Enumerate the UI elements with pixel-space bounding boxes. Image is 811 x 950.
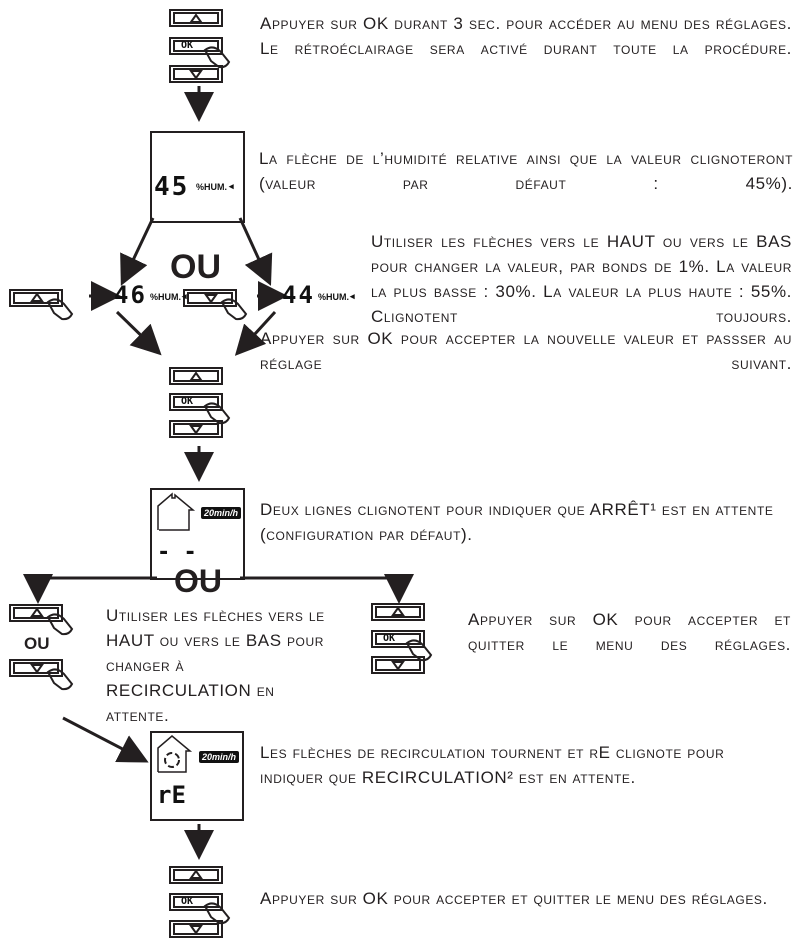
instruction-step-2: La flèche de l’humidité relative ainsi q… xyxy=(259,149,793,193)
lcd-unit-default: %HUM. xyxy=(196,182,227,192)
instruction-step-1: Appuyer sur OK durant 3 sec. pour accéde… xyxy=(260,14,792,58)
lcd-unit-up: %HUM. xyxy=(150,292,181,302)
lcd-re: rE xyxy=(157,781,186,809)
arrow-left-icon-down: ◂ xyxy=(350,291,355,301)
lcd-display-default xyxy=(150,131,245,223)
ok-label-2: OK xyxy=(181,396,194,407)
instruction-step-9: Appuyer sur OK pour accepter et quitter … xyxy=(260,889,768,908)
ou-label-2: OU xyxy=(174,563,222,599)
arrow-left-icon-up: ◂ xyxy=(182,291,187,301)
instruction-step-4: Appuyer sur OK pour accepter la nouvelle… xyxy=(260,329,792,373)
instruction-step-3: Utiliser les flèches vers le HAUT ou ver… xyxy=(371,232,792,326)
lcd-value-default: 45 xyxy=(154,172,190,202)
instruction-step-7: Appuyer sur OK pour accepter et quitter … xyxy=(468,610,791,654)
lcd-display-recirc xyxy=(150,731,244,821)
speed-badge-2: 20min/h xyxy=(199,751,240,763)
lcd-dashes: - - xyxy=(157,540,197,565)
lcd-unit-down: %HUM. xyxy=(318,292,349,302)
lcd-display-off xyxy=(150,488,245,580)
instruction-step-8: Les flèches de recirculation tournent et… xyxy=(260,743,725,787)
instruction-step-5: Deux lignes clignotent pour indiquer que… xyxy=(260,500,774,544)
speed-badge-1: 20min/h xyxy=(201,507,242,519)
ou-label-1: OU xyxy=(170,248,221,286)
ok-label-1: OK xyxy=(181,40,194,51)
lcd-value-up: 46 xyxy=(114,281,147,309)
arrow-left-icon: ◂ xyxy=(229,181,234,191)
ok-label-4: OK xyxy=(181,896,194,907)
instruction-step-6: Utiliser les flèches vers le HAUT ou ver… xyxy=(106,606,325,725)
lcd-value-down: 44 xyxy=(282,281,315,309)
ok-label-3: OK xyxy=(383,633,396,644)
ou-label-3: OU xyxy=(24,634,50,653)
